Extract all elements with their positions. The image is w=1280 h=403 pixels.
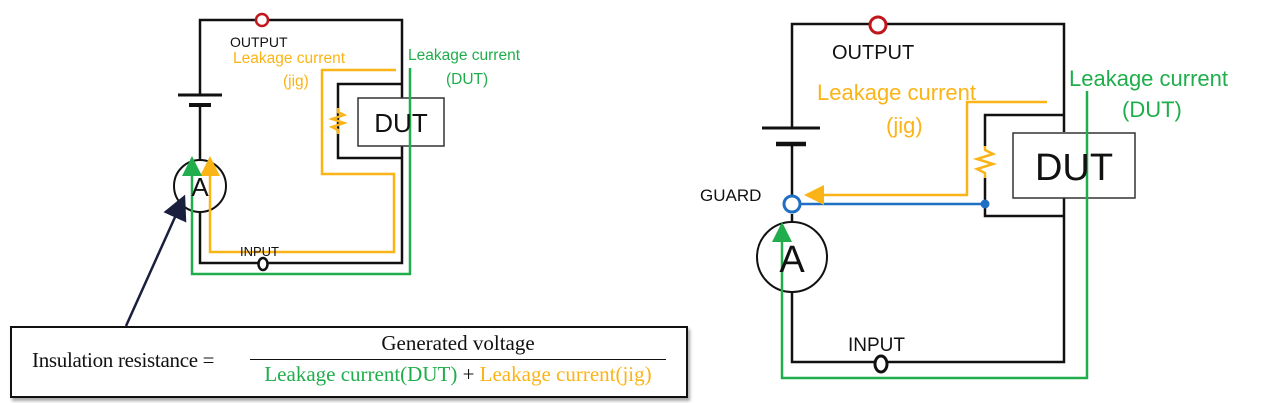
left-input-wire [198,212,258,265]
left-dut-box [357,97,445,147]
right-output-terminal [868,15,888,35]
left-input-terminal [257,256,269,272]
left-leak-jig-label-1: Leakage current [233,50,346,67]
right-leak-jig-label-1: Leakage current [817,80,976,105]
right-guard-label: GUARD [700,186,761,205]
right-leak-jig-label-2: (jig) [886,113,923,138]
formula-fraction-bar [250,359,666,360]
right-circuit: OUTPUT Leakage current (jig) Leakage cur… [700,15,1228,380]
formula-numerator: Generated voltage [381,331,535,355]
left-leak-dut-label-2: (DUT) [446,71,488,88]
formula-denominator: Leakage current(DUT) + Leakage current(j… [250,362,666,387]
left-jig-resistor [328,108,348,134]
right-guard-junction [980,199,990,209]
right-jig-resistor [972,146,998,178]
left-leak-jig-label-2: (jig) [283,73,309,90]
left-circuit: OUTPUT Leakage current (jig) Leakage cur… [124,12,521,327]
right-leak-dut-label-1: Leakage current [1069,66,1228,91]
left-output-label: OUTPUT [230,34,288,50]
left-top-wire [198,18,404,95]
ammeter-pointer-arrow [124,194,187,327]
formula-lhs: Insulation resistance = [32,348,215,372]
right-jig-branch-lower [983,178,1064,218]
right-guard-terminal [782,194,802,214]
right-input-terminal [873,354,889,374]
left-dut-label: DUT [374,108,428,138]
right-output-label: OUTPUT [832,42,914,64]
formula-denominator-dut: Leakage current(DUT) [264,362,458,386]
right-ammeter-label: A [779,239,805,281]
right-input-label: INPUT [848,335,905,356]
right-jig-branch [983,113,1064,146]
left-output-terminal [254,12,270,28]
formula-box: Insulation resistance = Generated voltag… [10,326,688,398]
left-return-wire [268,145,404,265]
right-dut-leak-path [772,91,1089,380]
formula-plus: + [457,362,480,386]
left-ammeter-label: A [191,172,209,202]
left-leak-dut-label-1: Leakage current [408,47,521,64]
right-return-wire [888,196,1066,364]
right-dut-label: DUT [1035,147,1113,189]
right-dut-box [1012,132,1136,199]
formula-denominator-jig: Leakage current(jig) [479,362,652,386]
left-dut-leak-path [182,68,412,276]
right-leak-dut-label-2: (DUT) [1122,97,1182,122]
right-jig-leak-path [804,100,1047,205]
right-input-wire [790,292,874,364]
right-top-wire [790,22,1066,132]
left-input-label: INPUT [240,244,279,259]
left-jig-leak-path [200,68,396,254]
